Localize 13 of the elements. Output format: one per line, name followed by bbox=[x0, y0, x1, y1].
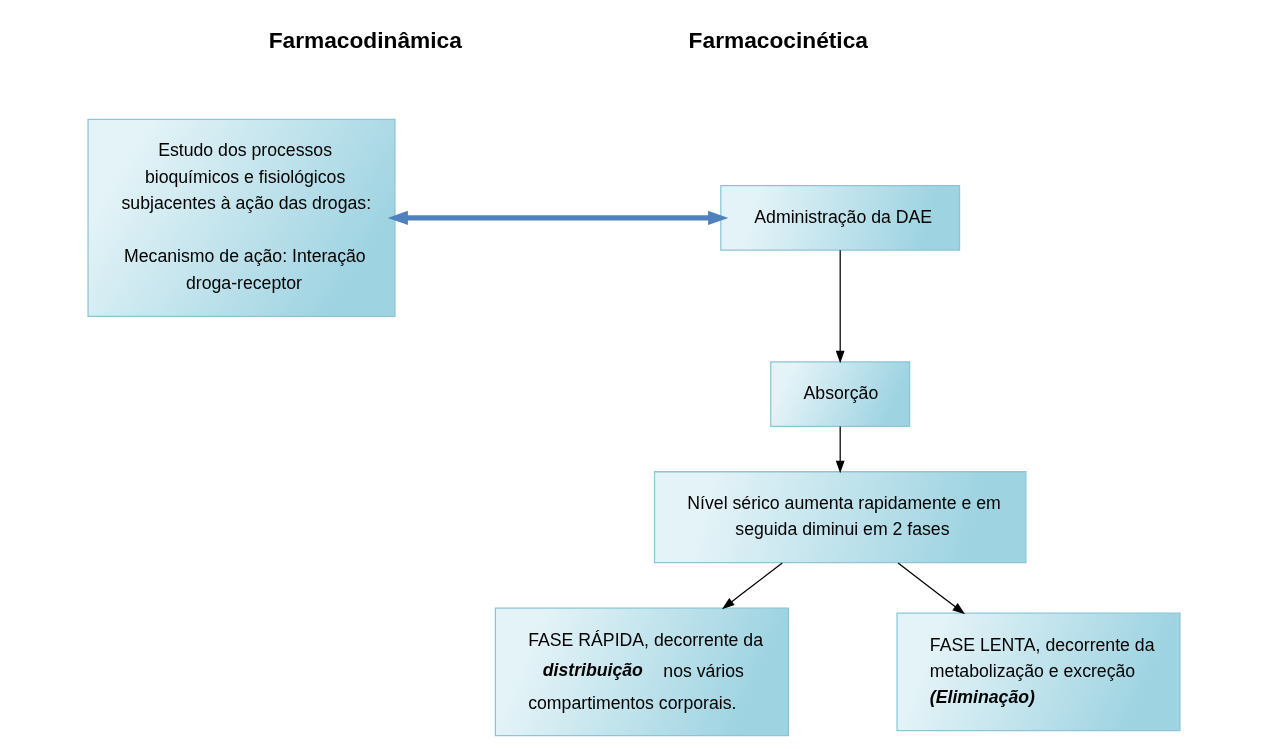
node-box: Absorção bbox=[770, 361, 911, 427]
node-box: Nível sérico aumenta rapidamente e em seguida diminui em 2 fases bbox=[653, 471, 1027, 564]
label: Farmacocinética bbox=[688, 26, 868, 53]
arrow bbox=[387, 210, 729, 225]
node-box: Administração da DAE bbox=[720, 185, 961, 251]
arrow bbox=[897, 562, 966, 615]
node-box: FASE LENTA, decorrente da metabolização e excreção (Eliminação) bbox=[896, 612, 1181, 732]
label: Farmacodinâmica bbox=[268, 26, 462, 53]
arrow bbox=[721, 562, 783, 610]
node-box: FASE RÁPIDA, decorrente da distribuição nos vários compartimentos corporais. bbox=[494, 607, 790, 737]
arrow bbox=[835, 249, 845, 364]
node-box: Estudo dos processos bioquímicos e fisiológicos subjacentes à ação das drogas: Mecanismo de ação: Interação droga-receptor bbox=[87, 118, 396, 318]
arrow bbox=[835, 425, 845, 474]
